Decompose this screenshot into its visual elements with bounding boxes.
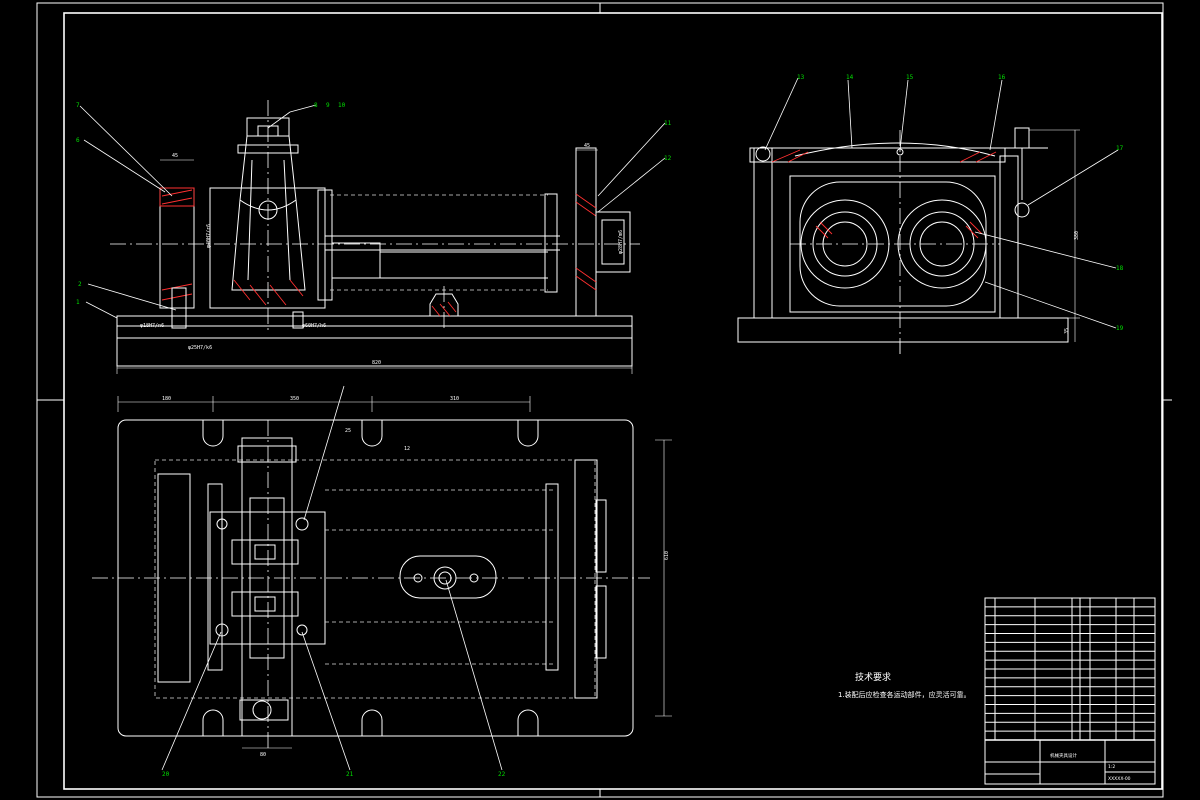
balloon-8: 8 [314, 102, 318, 109]
balloon-15: 15 [906, 74, 914, 81]
balloon-6: 6 [76, 137, 80, 144]
dim-plan-bottom: 80 [260, 752, 266, 758]
front-view [110, 100, 640, 374]
dim-side-small: 35 [1064, 328, 1070, 334]
plan-view [92, 396, 672, 750]
balloon-9: 9 [326, 102, 330, 109]
balloon-10: 10 [338, 102, 346, 109]
balloon-12: 12 [664, 155, 672, 162]
dim-front-top-left: 45 [172, 153, 178, 159]
side-view [737, 127, 1080, 355]
balloon-17: 17 [1116, 145, 1124, 152]
dim-plan-top: 350 [290, 396, 299, 402]
title-block-scale: 1:2 [1108, 764, 1115, 770]
fit-label: φ60H7/h6 [302, 323, 326, 329]
dim-plan-top: 180 [162, 396, 171, 402]
fit-label: φ40H7/r6 [206, 224, 212, 248]
balloon-21: 21 [346, 771, 354, 778]
balloon-13: 13 [797, 74, 805, 81]
front-leaders [79, 104, 666, 319]
balloon-20: 20 [162, 771, 170, 778]
dim-front-top-right: 45 [584, 143, 590, 149]
dim-plan-small: 25 [345, 428, 351, 434]
side-leaders [764, 77, 1119, 329]
balloon-11: 11 [664, 120, 672, 127]
balloon-16: 16 [998, 74, 1006, 81]
balloon-7: 7 [76, 102, 80, 109]
dim-plan-top: 310 [450, 396, 459, 402]
title-block-drawing-no: XXXXX-00 [1108, 776, 1131, 782]
balloon-18: 18 [1116, 265, 1124, 272]
tech-note-line: 1.装配后应检查各运动部件，应灵活可靠。 [838, 690, 971, 699]
balloon-22: 22 [498, 771, 506, 778]
tech-note-title: 技术要求 [855, 671, 891, 683]
title-block-rows [985, 606, 1155, 732]
fit-label: φ28H7/m6 [618, 230, 624, 254]
plan-leaders [161, 385, 503, 771]
balloon-1: 1 [76, 299, 80, 306]
dim-front-overall: 820 [372, 360, 381, 366]
fit-label: φ18H7/n6 [140, 323, 164, 329]
sheet-border [36, 2, 1172, 798]
dim-plan-small: 12 [404, 446, 410, 452]
balloon-14: 14 [846, 74, 854, 81]
fit-label: φ25H7/k6 [188, 345, 212, 351]
title-block-company: 机械夹具设计 [1050, 752, 1077, 759]
balloon-19: 19 [1116, 325, 1124, 332]
balloon-2: 2 [78, 281, 82, 288]
dim-plan-height: 610 [664, 551, 670, 560]
dim-side-height: 380 [1074, 231, 1080, 240]
